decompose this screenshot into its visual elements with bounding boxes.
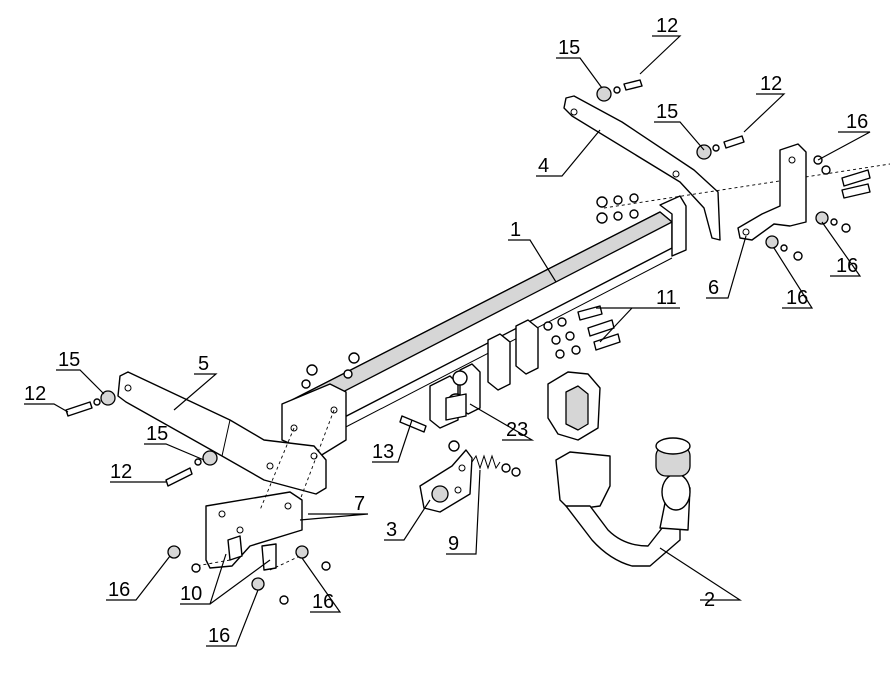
crossbar-part-1 [281,195,687,457]
socket-plate-part-3 [419,440,473,513]
callout-3: 3 [386,519,397,541]
callout-12-lower: 12 [110,461,132,483]
callout-16-lower-right: 16 [786,287,808,309]
callout-15-top: 15 [558,37,580,59]
callout-leaders [24,35,871,647]
spring-part-9 [471,454,521,477]
callout-15-right: 15 [656,101,678,123]
lower-bracket-part-7 [195,409,335,571]
callout-16-top-right: 16 [846,111,868,133]
tow-ball-part-2 [547,371,691,567]
callout-2: 2 [704,589,715,611]
callout-15-lower: 15 [146,423,168,445]
callout-23: 23 [506,419,528,441]
callout-13: 13 [372,441,394,463]
callout-9: 9 [448,533,459,555]
callout-7: 7 [354,493,365,515]
callout-12-right: 12 [760,73,782,95]
side-bracket-part-6 [737,143,807,241]
side-bracket-part-4 [563,95,890,241]
electric-socket-part-23 [445,370,468,421]
callout-10: 10 [180,583,202,605]
callout-4: 4 [538,155,549,177]
callout-1: 1 [510,219,521,241]
callout-5: 5 [198,353,209,375]
hardware-set [65,79,871,605]
callout-12-top: 12 [656,15,678,37]
callout-16-bottom: 16 [208,625,230,647]
callout-6: 6 [708,277,719,299]
callout-16-mid-right: 16 [836,255,858,277]
callout-16-left: 16 [108,579,130,601]
callout-16-center: 16 [312,591,334,613]
callout-11: 11 [656,287,677,309]
callout-12-left: 12 [24,383,46,405]
callout-15-left: 15 [58,349,80,371]
